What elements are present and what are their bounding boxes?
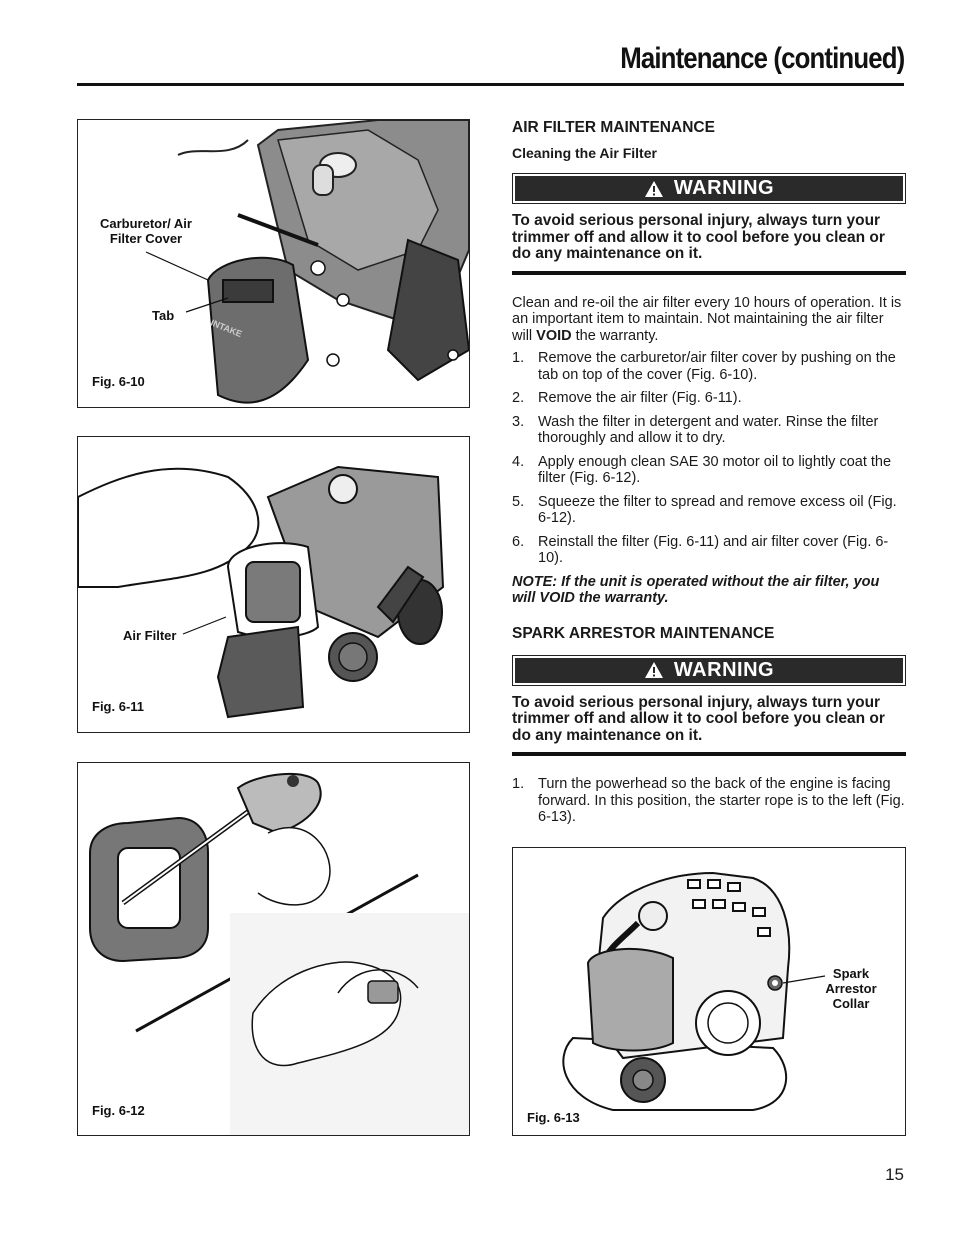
figure-6-11: Air Filter Fig. 6-11 [77,436,470,733]
section-subheading: Cleaning the Air Filter [512,144,657,161]
figure-6-10: INTAKE Carburetor/ Air Filter Cover Tab … [77,119,470,408]
air-filter-removal-illustration [78,465,445,719]
warning-triangle-icon [644,180,663,197]
page-title: Maintenance (continued) [619,42,905,75]
warning-rule [512,270,906,275]
callout-spark-arrestor-collar: Spark Arrestor Collar [825,966,877,1011]
spark-arrestor-section: SPARK ARRESTOR MAINTENANCE WARNING To av… [512,625,906,833]
callout-carburetor-cover: Carburetor/ Air Filter Cover [100,216,192,246]
title-rule [77,83,904,86]
warning-banner: WARNING [512,654,906,686]
warning-triangle-icon [644,662,663,678]
warning-rule [512,752,906,756]
list-item: 1.Remove the carburetor/air filter cover… [512,350,896,383]
list-item: 3.Wash the filter in detergent and water… [512,413,879,447]
figure-6-12: Fig. 6-12 [77,762,470,1136]
list-item: 6.Reinstall the filter (Fig. 6-11) and a… [512,533,889,567]
engine-cover-illustration: INTAKE [145,120,469,404]
filter-oiling-illustration [89,772,469,1135]
steps-list: 1.Turn the powerhead so the back of the … [512,776,906,826]
section-heading: AIR FILTER MAINTENANCE [512,119,715,136]
warning-banner: WARNING [512,173,906,204]
callout-air-filter: Air Filter [123,628,177,643]
list-item: 4.Apply enough clean SAE 30 motor oil to… [512,453,892,487]
air-filter-section: AIR FILTER MAINTENANCE Cleaning the Air … [512,119,906,607]
page-number: 15 [885,1165,904,1184]
warning-text: To avoid serious personal injury, always… [512,212,885,262]
warning-label: WARNING [673,658,775,681]
warranty-note: NOTE: If the unit is operated without th… [512,573,880,607]
spark-arrestor-illustration [562,871,826,1111]
section-heading: SPARK ARRESTOR MAINTENANCE [512,625,775,642]
callout-tab: Tab [152,308,175,323]
fig-caption: Fig. 6-12 [92,1103,145,1118]
intro-paragraph: Clean and re-oil the air filter every 10… [512,294,902,344]
list-item: 1.Turn the powerhead so the back of the … [512,776,905,825]
list-item: 5.Squeeze the filter to spread and remov… [512,493,897,527]
steps-list: 1.Remove the carburetor/air filter cover… [512,350,906,567]
fig-caption: Fig. 6-13 [527,1110,580,1125]
fig-caption: Fig. 6-10 [92,374,145,389]
warning-text: To avoid serious personal injury, always… [512,693,885,744]
fig-caption: Fig. 6-11 [92,699,145,714]
warning-label: WARNING [673,177,775,200]
figure-6-13: Spark Arrestor Collar Fig. 6-13 [512,847,906,1136]
list-item: 2.Remove the air filter (Fig. 6-11). [512,390,742,406]
